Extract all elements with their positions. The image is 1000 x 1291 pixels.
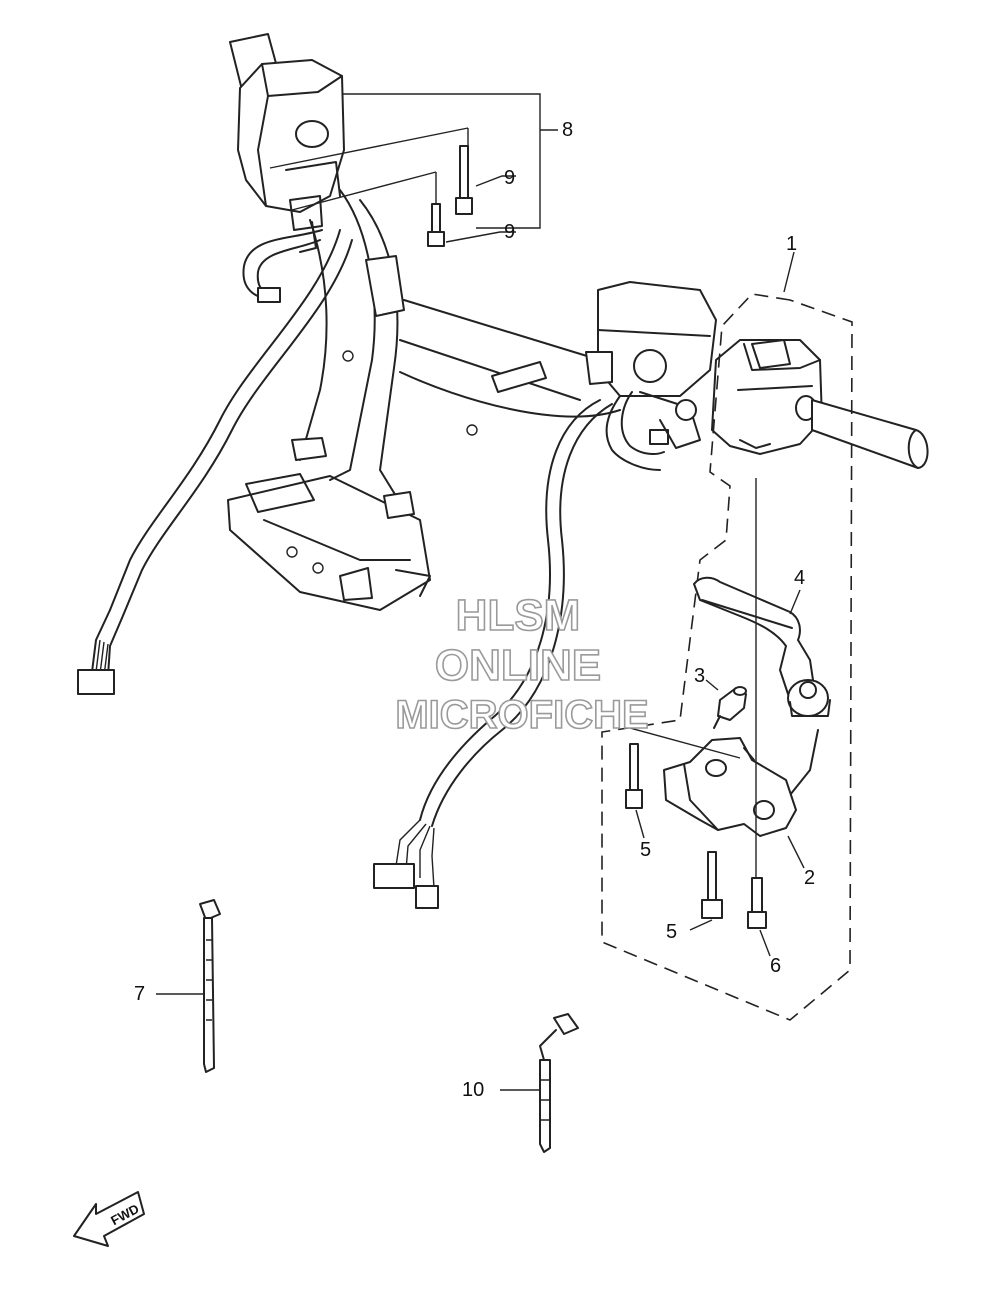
callout-6: 6 <box>770 955 781 977</box>
handlebar-bracket <box>227 189 621 611</box>
watermark: HLSM ONLINE MICROFICHE <box>395 590 650 738</box>
callout-1: 1 <box>786 233 797 255</box>
callout-9a: 9 <box>504 167 515 189</box>
cable-tie-clip <box>539 1013 579 1153</box>
callout-7: 7 <box>134 983 145 1005</box>
callout-5a: 5 <box>640 839 651 861</box>
lever-pin <box>713 686 747 729</box>
assembly-boundary <box>601 293 853 1021</box>
right-master-cylinder <box>585 281 717 471</box>
leader-lines <box>156 93 805 1091</box>
right-handlebar-switch <box>711 339 929 469</box>
brake-lever <box>693 576 831 801</box>
watermark-line-2: ONLINE <box>435 641 601 690</box>
callout-3: 3 <box>694 665 705 687</box>
callout-9b: 9 <box>504 221 515 243</box>
callout-10: 10 <box>462 1079 484 1101</box>
holder-screws <box>625 743 723 919</box>
callout-8: 8 <box>562 119 573 141</box>
watermark-line-3: MICROFICHE <box>395 693 648 737</box>
forward-direction-arrow: FWD <box>73 1191 145 1247</box>
left-switch-screws <box>269 127 473 247</box>
cable-tie-straight <box>199 899 221 1073</box>
watermark-line-1: HLSM <box>456 591 581 640</box>
callout-5b: 5 <box>666 921 677 943</box>
callout-2: 2 <box>804 867 815 889</box>
callout-numbers: 1 2 3 4 5 5 6 7 8 9 9 10 <box>134 119 815 1101</box>
left-switch-harness <box>77 229 353 695</box>
right-switch-harness <box>373 399 613 909</box>
pivot-bolt <box>747 877 767 929</box>
callout-4: 4 <box>794 567 805 589</box>
lever-holder <box>629 727 797 837</box>
